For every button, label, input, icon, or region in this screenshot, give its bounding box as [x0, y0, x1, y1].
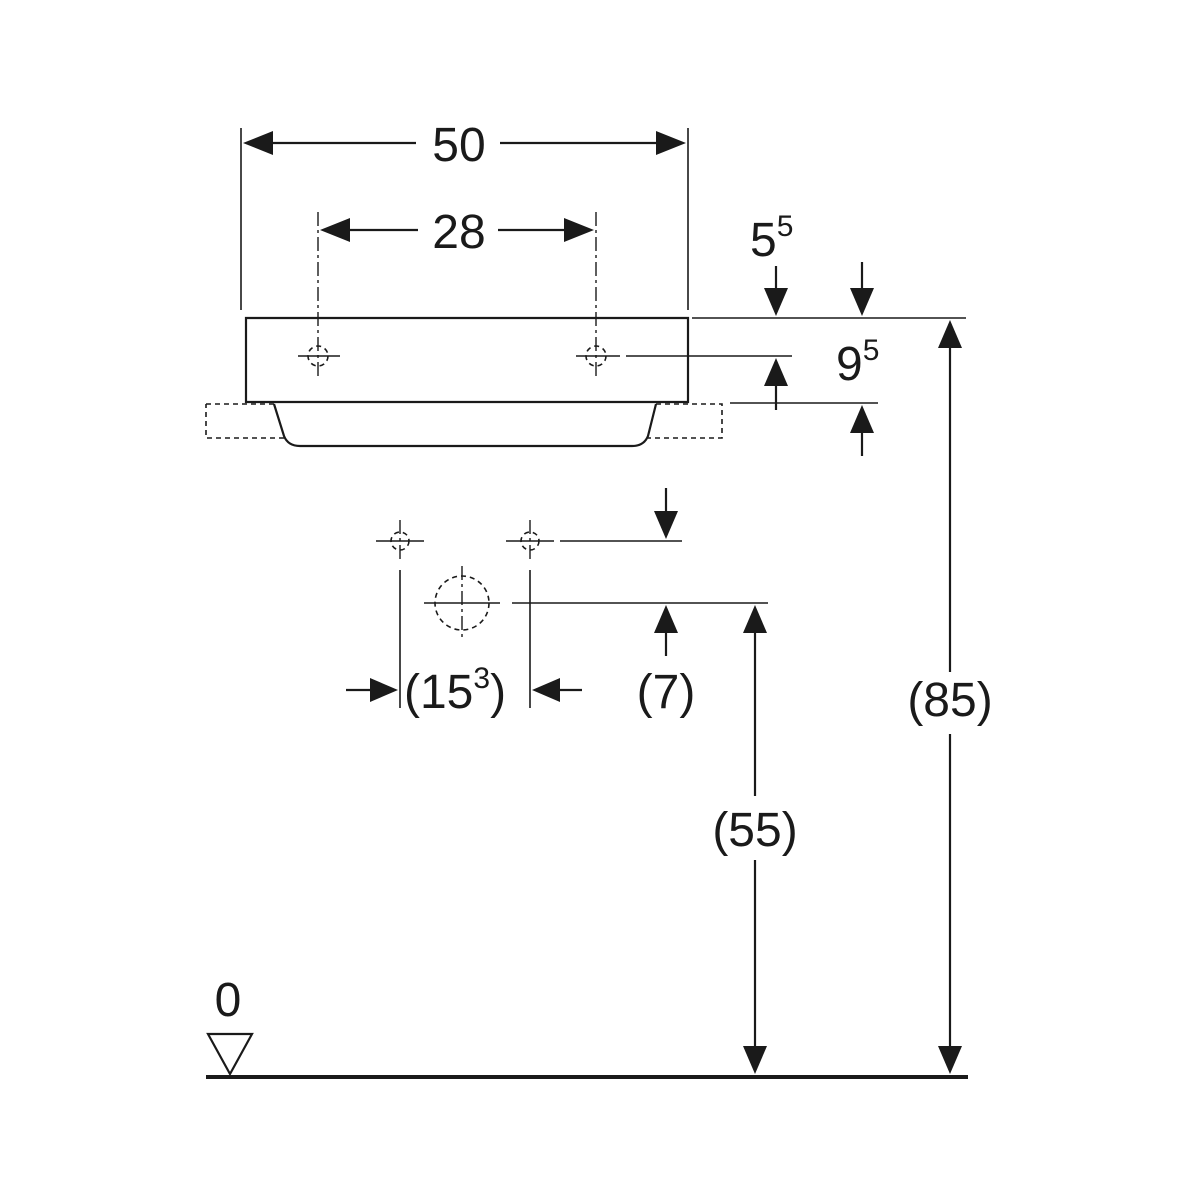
label-drain-height: (55) [712, 804, 797, 857]
dimension-top-offset: 55 [626, 210, 966, 410]
label-floor-level: 0 [215, 974, 242, 1027]
label-tap-spacing: 28 [432, 206, 485, 259]
dimension-supply-offset: (7) [637, 488, 696, 719]
dimension-rim-thickness: 95 [836, 262, 879, 456]
floor-level-marker: 0 [206, 974, 254, 1077]
dimension-supply-spacing: (153) [346, 662, 582, 719]
dimension-drain-height: (55) [712, 605, 798, 1074]
label-rim-height: (85) [907, 674, 992, 727]
supply-point-left [376, 520, 424, 708]
dimension-rim-height: (85) [907, 320, 993, 1074]
label-supply-offset: (7) [637, 666, 696, 719]
label-rim-thickness: 95 [836, 334, 879, 391]
label-top-offset: 55 [750, 210, 793, 267]
basin-outline [205, 316, 723, 448]
label-width-overall: 50 [432, 119, 485, 172]
tap-hole-left [298, 212, 340, 376]
dimension-tap-spacing: 28 [320, 206, 594, 259]
supply-point-right [506, 520, 682, 708]
dimension-width-overall: 50 [240, 119, 689, 310]
tap-hole-right [576, 212, 620, 376]
label-supply-spacing: (153) [404, 662, 506, 719]
drain-outlet [424, 566, 768, 640]
